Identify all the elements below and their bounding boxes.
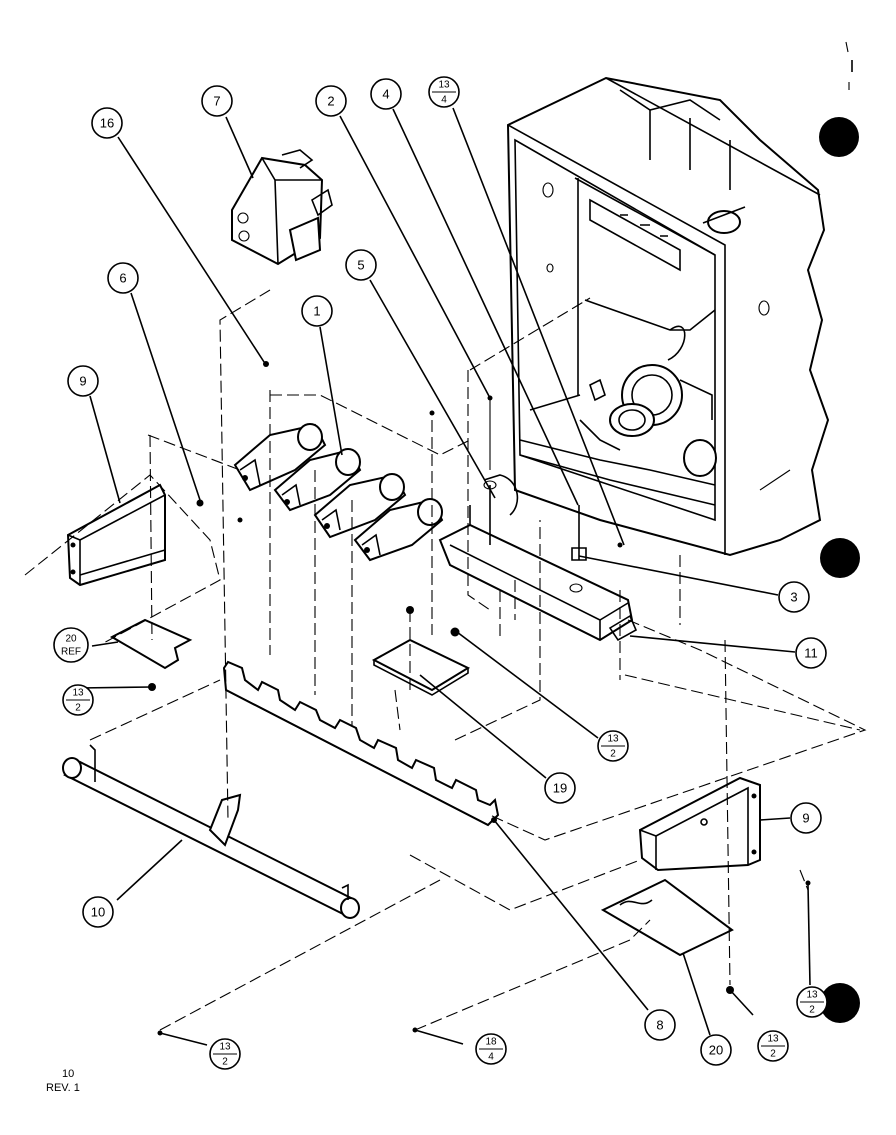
callout-10: 10 (82, 896, 114, 928)
callout-13-2-bottom-left: 13 2 (209, 1038, 241, 1070)
control-box (231, 149, 333, 266)
dispenser-tube (62, 744, 360, 919)
registration-dot (819, 117, 859, 157)
cover-plate (371, 638, 471, 696)
water-valve-assembly (233, 423, 444, 562)
callout-9-right: 9 (790, 802, 822, 834)
svg-text:2: 2 (222, 1057, 228, 1068)
corner-marks (845, 41, 853, 90)
leader-lines (77, 107, 811, 1046)
reference-plate-right (600, 878, 734, 957)
right-mounting-bracket (638, 776, 761, 872)
svg-text:7: 7 (213, 94, 220, 109)
left-mounting-bracket (66, 483, 166, 587)
callout-1: 1 (301, 295, 333, 327)
callout-18-4: 18 4 (475, 1033, 507, 1065)
reference-plate-left (109, 618, 193, 670)
callout-16: 16 (91, 107, 123, 139)
svg-text:9: 9 (79, 374, 86, 389)
svg-text:1: 1 (313, 304, 320, 319)
svg-text:4: 4 (488, 1052, 494, 1063)
svg-text:5: 5 (357, 258, 364, 273)
callout-20: 20 (700, 1034, 732, 1066)
svg-text:13: 13 (767, 1034, 779, 1045)
page-number: 10 (62, 1068, 74, 1080)
svg-text:19: 19 (553, 781, 567, 796)
svg-text:3: 3 (790, 590, 797, 605)
callout-4: 4 (370, 78, 402, 110)
tube-fitting (483, 474, 519, 545)
svg-text:4: 4 (441, 95, 447, 106)
callout-13-4: 13 4 (428, 76, 460, 108)
callout-13-2-right-bottom: 13 2 (757, 1030, 789, 1062)
tube-clamp-2 (487, 395, 493, 470)
dispenser-housing (506, 76, 830, 557)
valve-mounting-plate (438, 505, 638, 642)
callout-7: 7 (201, 85, 233, 117)
svg-text:8: 8 (656, 1018, 663, 1033)
callout-13-2-bottom-right: 13 2 (796, 986, 828, 1018)
svg-text:18: 18 (485, 1037, 497, 1048)
svg-text:2: 2 (75, 703, 81, 714)
callout-13-2-left: 13 2 (62, 684, 94, 716)
svg-text:2: 2 (327, 94, 334, 109)
svg-text:6: 6 (119, 271, 126, 286)
callout-20-ref: 20 REF (53, 627, 89, 663)
svg-text:2: 2 (610, 749, 616, 760)
svg-text:13: 13 (438, 80, 450, 91)
svg-text:13: 13 (607, 734, 619, 745)
callout-8: 8 (644, 1009, 676, 1041)
svg-text:REF: REF (61, 647, 81, 658)
svg-text:13: 13 (72, 688, 84, 699)
svg-text:20: 20 (709, 1043, 723, 1058)
callout-3: 3 (778, 581, 810, 613)
registration-dot (820, 983, 860, 1023)
callout-5: 5 (345, 249, 377, 281)
svg-text:10: 10 (91, 905, 105, 920)
revision-label: REV. 1 (46, 1082, 80, 1094)
registration-dot (820, 538, 860, 578)
callout-6: 6 (107, 262, 139, 294)
mounting-screw-3 (571, 505, 587, 561)
callout-11: 11 (795, 637, 827, 669)
callout-19: 19 (544, 772, 576, 804)
support-rail (222, 660, 500, 827)
svg-text:16: 16 (100, 116, 114, 131)
callout-13-2-mid: 13 2 (597, 730, 629, 762)
svg-text:13: 13 (219, 1042, 231, 1053)
svg-text:9: 9 (802, 811, 809, 826)
svg-text:2: 2 (770, 1049, 776, 1060)
svg-text:4: 4 (382, 87, 389, 102)
svg-text:2: 2 (809, 1005, 815, 1016)
svg-text:13: 13 (806, 990, 818, 1001)
callout-9-left: 9 (67, 365, 99, 397)
svg-text:11: 11 (804, 646, 818, 661)
svg-text:20: 20 (65, 634, 77, 645)
callout-2: 2 (315, 85, 347, 117)
